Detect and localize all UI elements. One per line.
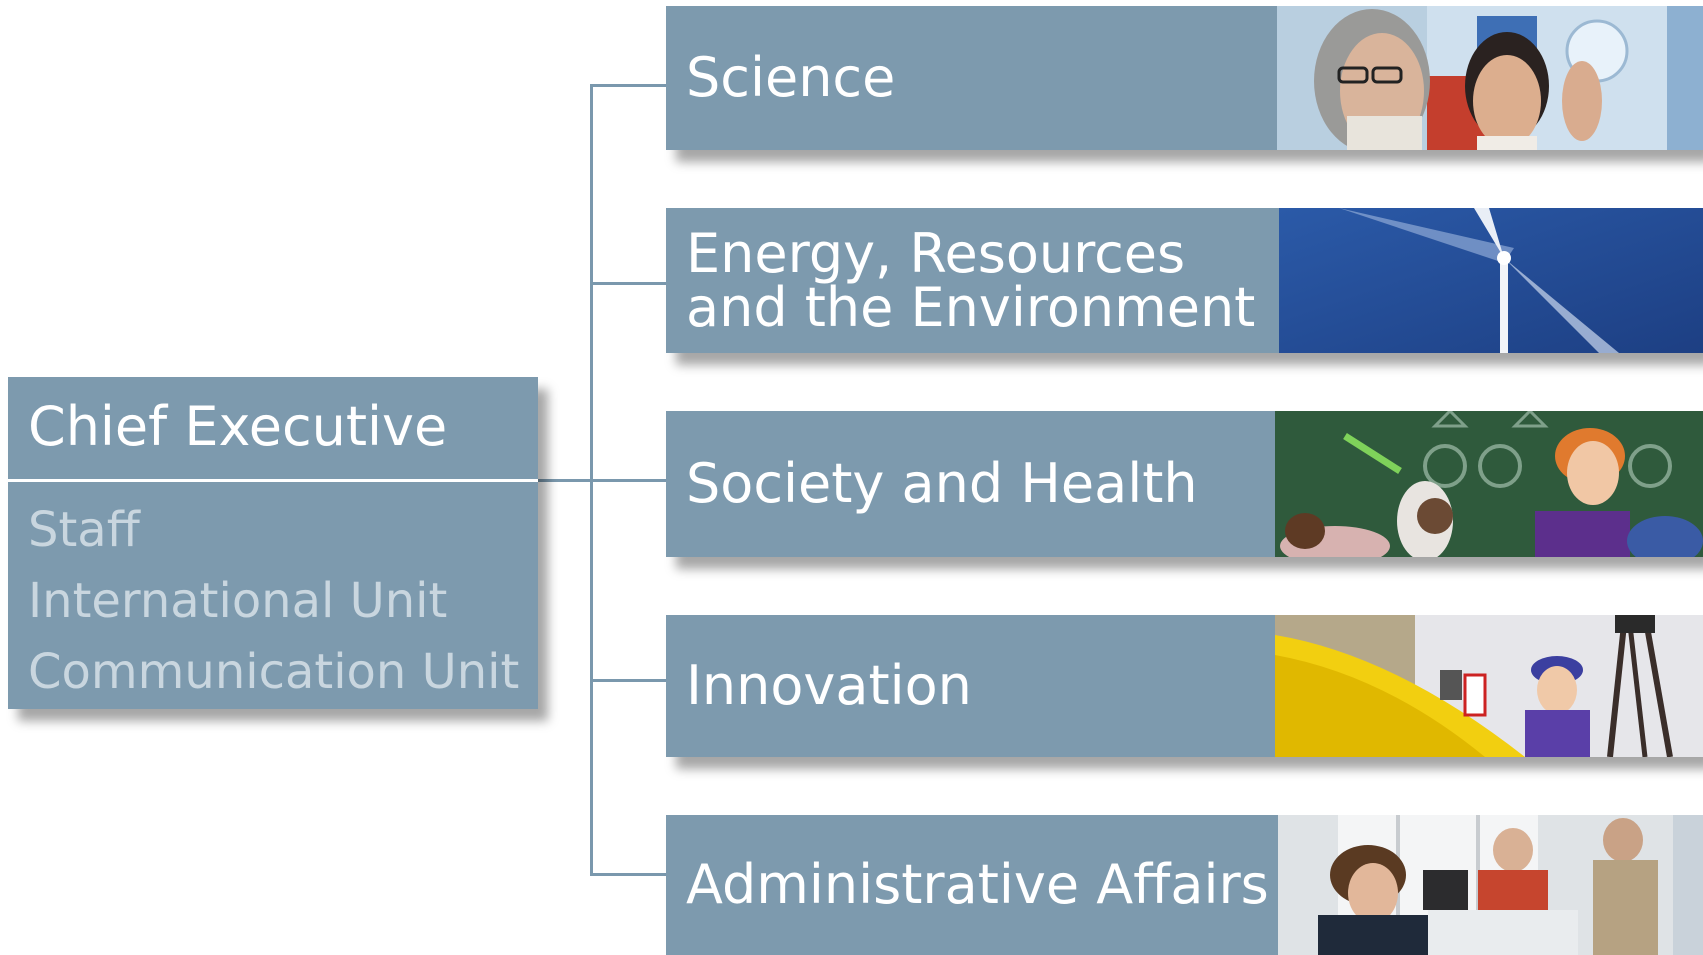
division-label-energy: Energy, Resources and the Environment xyxy=(686,221,1256,339)
classroom-children-photo xyxy=(1275,411,1703,557)
connector-branch-society xyxy=(590,479,666,482)
unit-international: International Unit xyxy=(28,573,448,629)
scientists-examining-sample-photo xyxy=(1277,6,1703,150)
division-label-science: Science xyxy=(686,46,896,109)
division-energy-resources-environment: Energy, Resources and the Environment xyxy=(666,208,1703,353)
division-science: Science xyxy=(666,6,1703,150)
wind-turbine-photo xyxy=(1279,208,1703,353)
division-label-society: Society and Health xyxy=(686,452,1198,515)
unit-communication: Communication Unit xyxy=(28,644,520,700)
division-administrative-affairs: Administrative Affairs xyxy=(666,815,1703,955)
connector-branch-science xyxy=(590,84,666,87)
office-workers-photo xyxy=(1278,815,1703,955)
chief-executive-units: Staff International Unit Communication U… xyxy=(28,495,519,708)
unit-staff: Staff xyxy=(28,502,140,558)
division-society-health: Society and Health xyxy=(666,411,1703,557)
division-innovation: Innovation xyxy=(666,615,1703,757)
chief-executive-box: Chief Executive Staff International Unit… xyxy=(8,377,538,709)
chief-executive-divider xyxy=(8,479,538,482)
connector-branch-energy xyxy=(590,282,666,285)
connector-branch-innovation xyxy=(590,679,666,682)
division-label-administrative: Administrative Affairs xyxy=(686,853,1269,916)
workshop-engineer-photo xyxy=(1275,615,1703,757)
connector-chief-to-trunk xyxy=(538,479,592,482)
division-label-innovation: Innovation xyxy=(686,654,972,717)
chief-executive-title: Chief Executive xyxy=(28,395,448,458)
connector-branch-administrative xyxy=(590,873,666,876)
